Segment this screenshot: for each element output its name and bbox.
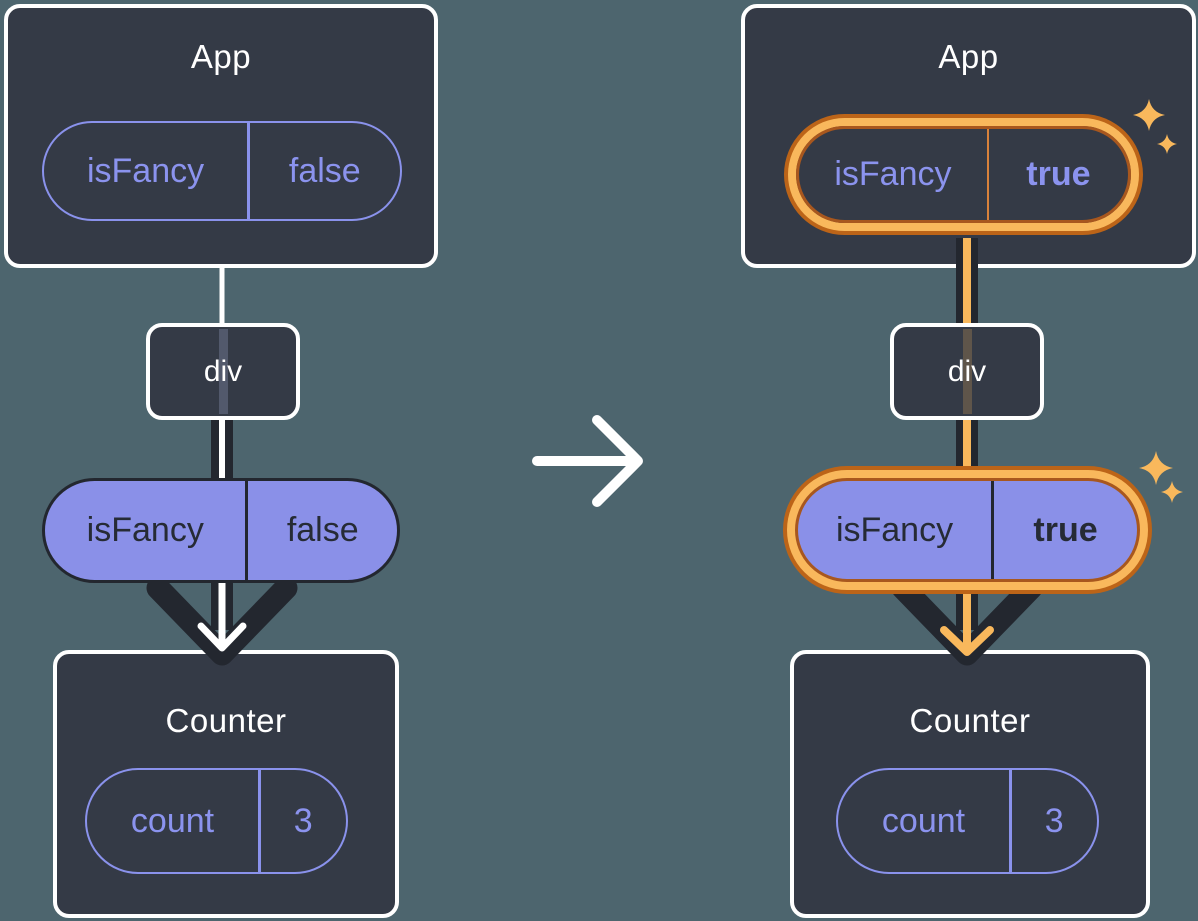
state-pill-right: count 3	[836, 768, 1099, 874]
down-arrow-core-icon	[197, 574, 247, 652]
div-card-left: div	[146, 323, 300, 420]
div-card-right: div	[890, 323, 1044, 420]
down-arrow-core-icon	[940, 574, 994, 656]
pill-divider	[247, 123, 250, 219]
state-value-label: 3	[1044, 801, 1064, 840]
prop-flow-right	[891, 238, 1043, 666]
pill-divider	[986, 129, 989, 220]
pass-through-line-faint	[218, 329, 228, 414]
prop-value-label: true	[1033, 510, 1098, 549]
pill-divider	[245, 481, 249, 580]
div-label-left: div	[203, 354, 243, 388]
sparkles-icon	[1139, 451, 1183, 503]
app-card-right: App isFancy true	[741, 4, 1196, 268]
app-prop-pill-left: isFancy false	[42, 121, 402, 221]
counter-title-left: Counter	[165, 702, 287, 739]
counter-title-right: Counter	[909, 702, 1031, 739]
passed-prop-pill-left: isFancy false	[42, 478, 400, 583]
div-label-right: div	[947, 354, 987, 388]
counter-card-right: Counter count 3	[790, 650, 1150, 918]
prop-name-label: isFancy	[86, 511, 204, 549]
app-card-left: App isFancy false	[4, 4, 438, 268]
app-title-left: App	[190, 38, 252, 75]
state-pill-left: count 3	[85, 768, 348, 874]
prop-value-label: true	[1026, 155, 1091, 193]
app-title-right: App	[938, 38, 999, 75]
prop-name-label: isFancy	[835, 510, 954, 549]
state-name-label: count	[881, 801, 966, 840]
down-chevron-arrow-icon	[146, 576, 298, 666]
passed-prop-pill-right-highlighted: isFancy true	[795, 478, 1140, 582]
prop-value-label: false	[288, 151, 361, 190]
state-name-label: count	[130, 801, 215, 840]
state-value-label: 3	[293, 801, 313, 840]
app-prop-pill-right-highlighted: isFancy true	[796, 126, 1131, 223]
counter-card-left: Counter count 3	[53, 650, 399, 918]
down-chevron-arrow-icon	[891, 576, 1043, 666]
pill-divider	[258, 770, 261, 872]
prop-name-label: isFancy	[86, 151, 205, 190]
pass-through-line-faint	[962, 329, 972, 414]
prop-value-label: false	[286, 511, 359, 549]
tree-edge-left	[219, 266, 225, 326]
pill-divider	[991, 481, 995, 579]
transition-arrow-icon	[532, 415, 643, 507]
pill-divider	[1009, 770, 1012, 872]
prop-name-label: isFancy	[834, 155, 952, 193]
